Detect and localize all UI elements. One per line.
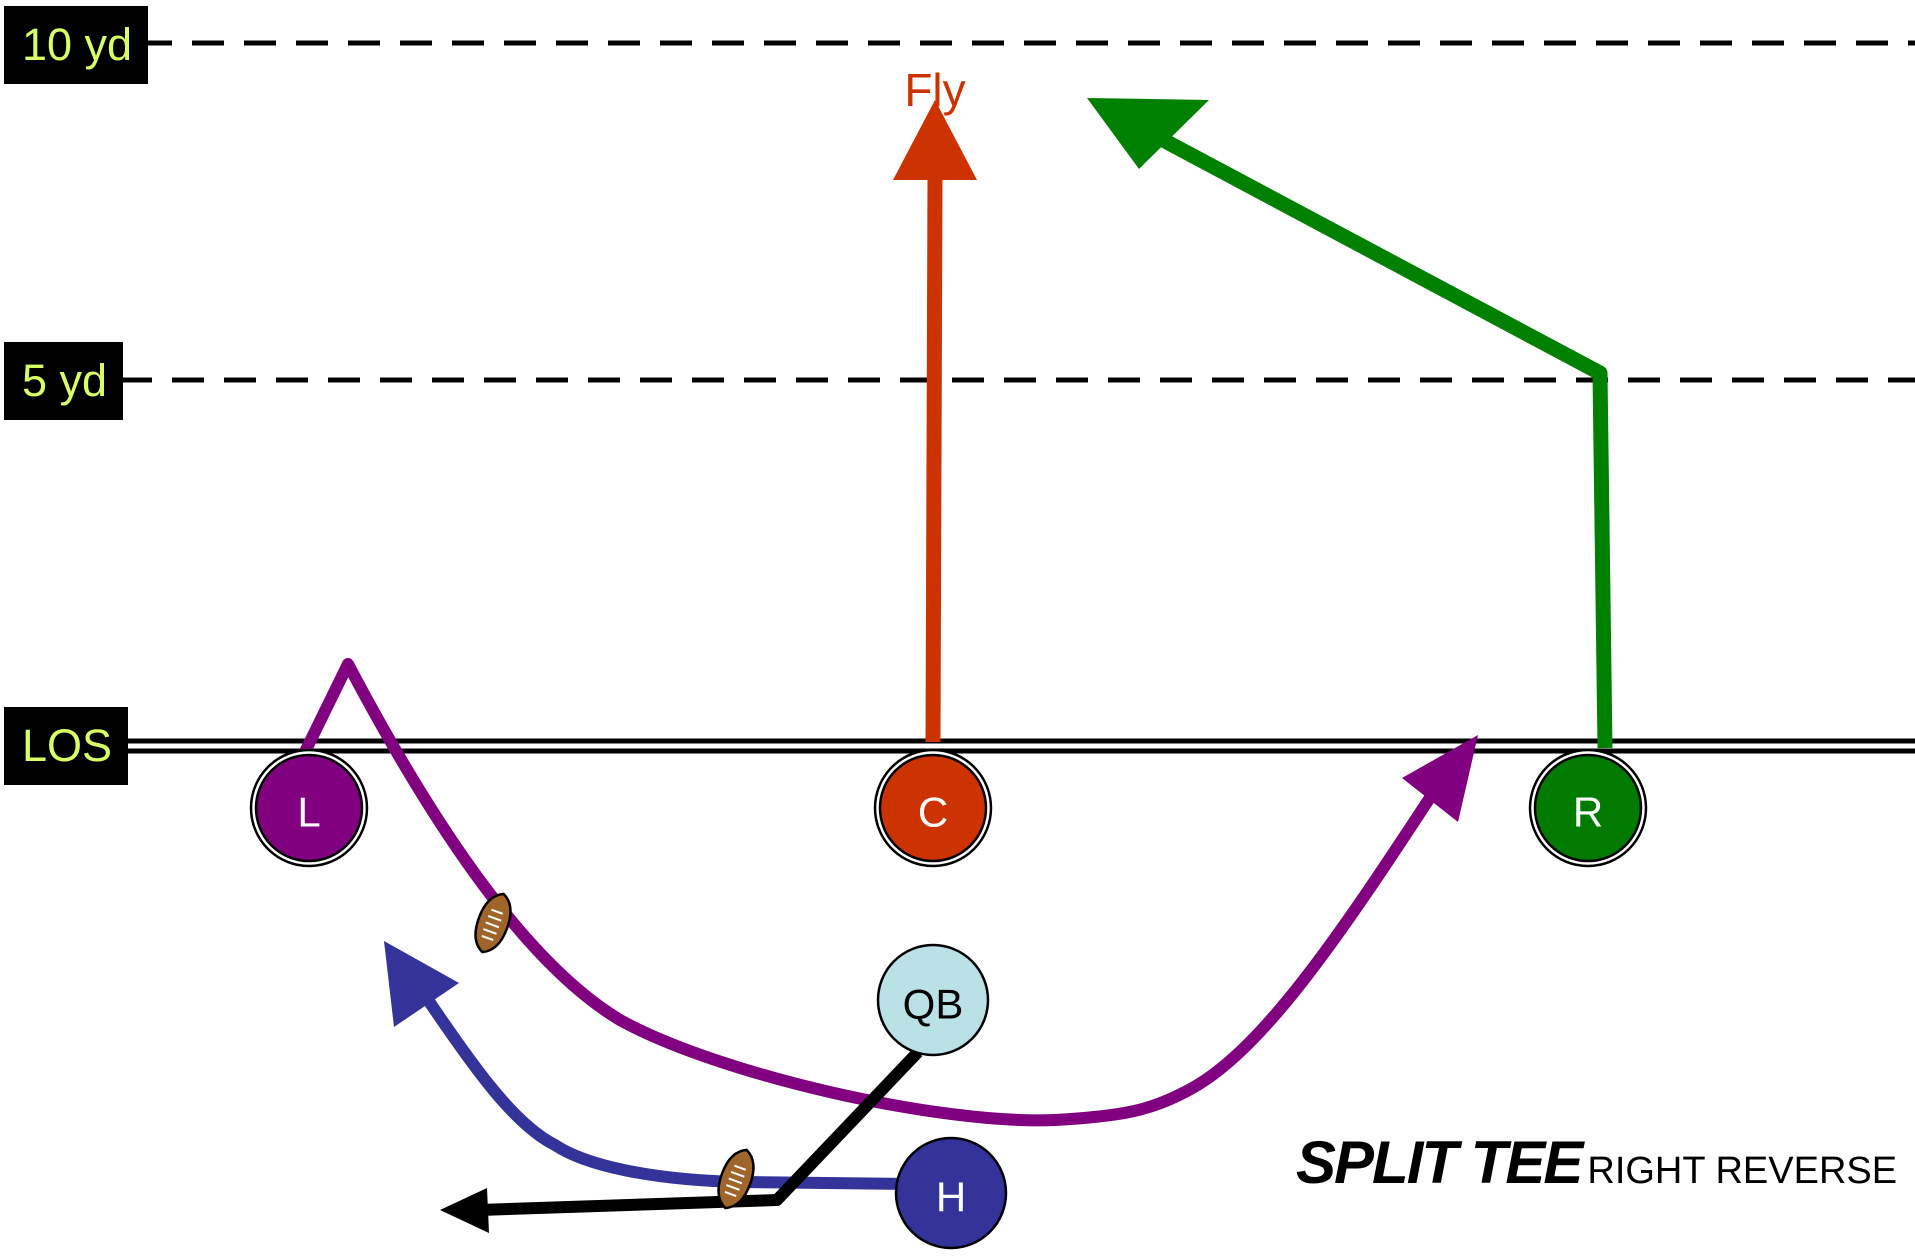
player-l: L: [249, 748, 369, 868]
player-qb: QB: [876, 943, 990, 1057]
player-r-label: R: [1573, 789, 1603, 836]
formation-name: SPLIT TEE: [1296, 1129, 1583, 1196]
right-receiver-route: [1087, 98, 1613, 749]
player-qb-label: QB: [903, 981, 964, 1028]
player-c-label: C: [918, 789, 948, 836]
left-reverse-route: [297, 658, 1478, 1127]
halfback-route: [384, 941, 921, 1190]
player-c: C: [873, 748, 993, 868]
five-yard-label: 5 yd: [4, 342, 124, 420]
right-route-arrowhead: [1087, 98, 1209, 169]
halfback-route-arrowhead: [384, 941, 459, 1027]
player-l-label: L: [297, 789, 320, 836]
center-route-arrowhead: [893, 100, 977, 180]
player-r: R: [1528, 748, 1648, 868]
los-label: LOS: [4, 707, 129, 785]
qb-route: [440, 1047, 923, 1233]
center-fly-route: Fly: [893, 64, 977, 743]
fly-route-label: Fly: [904, 64, 965, 116]
ten-yard-label: 10 yd: [4, 6, 149, 84]
play-name: RIGHT REVERSE: [1587, 1150, 1898, 1192]
qb-route-arrowhead: [440, 1188, 489, 1233]
player-h-label: H: [936, 1174, 966, 1221]
player-h: H: [894, 1136, 1008, 1250]
left-route-arrowhead: [1402, 735, 1478, 822]
